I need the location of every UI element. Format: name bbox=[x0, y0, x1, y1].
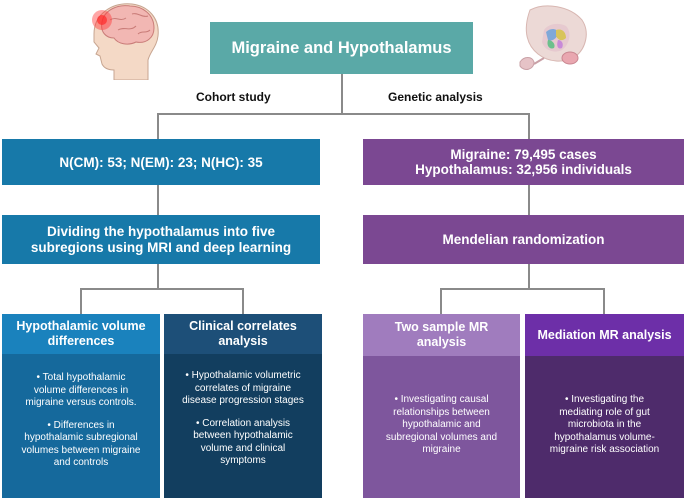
connector-left-split-down bbox=[157, 264, 159, 289]
connector-horizontal-top bbox=[157, 113, 529, 115]
card-clinical-correlates-title: Clinical correlates analysis bbox=[189, 319, 297, 348]
connector-right-split bbox=[440, 288, 605, 290]
title-box: Migraine and Hypothalamus bbox=[210, 22, 473, 74]
branch-label-cohort: Cohort study bbox=[196, 90, 271, 104]
card-volume-differences-body: • Total hypothalamic volume differences … bbox=[2, 354, 160, 498]
card-two-sample-mr: Two sample MR analysis • Investigating c… bbox=[363, 314, 520, 498]
connector-right-b bbox=[603, 288, 605, 314]
connector-left-a bbox=[80, 288, 82, 314]
card-volume-differences-title: Hypothalamic volume differences bbox=[16, 319, 146, 348]
cohort-method-line-2: subregions using MRI and deep learning bbox=[30, 239, 292, 255]
connector-right-split-down bbox=[528, 264, 530, 289]
genetic-counts-box: Migraine: 79,495 cases Hypothalamus: 32,… bbox=[363, 139, 684, 185]
hypothalamus-anatomy-icon bbox=[519, 5, 587, 70]
connector-right-mid bbox=[528, 185, 530, 215]
title-text: Migraine and Hypothalamus bbox=[231, 38, 452, 57]
bullet-subregional-differences: • Differences in hypothalamic subregiona… bbox=[21, 419, 141, 469]
connector-left-b bbox=[242, 288, 244, 314]
connector-right-a bbox=[440, 288, 442, 314]
card-volume-differences: Hypothalamic volume differences • Total … bbox=[2, 314, 160, 498]
connector-left-down bbox=[157, 113, 159, 140]
card-two-sample-mr-title: Two sample MR analysis bbox=[394, 320, 489, 349]
card-mediation-mr: Mediation MR analysis • Investigating th… bbox=[525, 314, 684, 498]
branch-label-genetic: Genetic analysis bbox=[388, 90, 483, 104]
bullet-clinical-symptoms: • Correlation analysis between hypothala… bbox=[193, 417, 293, 467]
genetic-counts-line-1: Migraine: 79,495 cases bbox=[450, 147, 597, 162]
cohort-method-line-1: Dividing the hypothalamus into five bbox=[46, 223, 276, 239]
genetic-counts-line-2: Hypothalamus: 32,956 individuals bbox=[415, 162, 632, 177]
brain-head-icon bbox=[92, 3, 159, 80]
card-clinical-correlates: Clinical correlates analysis • Hypothala… bbox=[164, 314, 322, 498]
connector-left-split bbox=[80, 288, 244, 290]
connector-title-down bbox=[341, 74, 343, 114]
bullet-total-volume: • Total hypothalamic volume differences … bbox=[25, 372, 137, 408]
bullet-causal-relationships: • Investigating causal relationships bet… bbox=[385, 394, 498, 455]
cohort-method-box: Dividing the hypothalamus into five subr… bbox=[2, 215, 320, 264]
bullet-progression-stages: • Hypothalamic volumetric correlates of … bbox=[182, 370, 304, 406]
connector-left-mid bbox=[157, 185, 159, 215]
cohort-counts-box: N(CM): 53; N(EM): 23; N(HC): 35 bbox=[2, 139, 320, 185]
card-mediation-mr-body: • Investigating the mediating role of gu… bbox=[525, 356, 684, 498]
bullet-gut-microbiota: • Investigating the mediating role of gu… bbox=[549, 394, 660, 455]
card-two-sample-mr-body: • Investigating causal relationships bet… bbox=[363, 356, 520, 498]
card-clinical-correlates-body: • Hypothalamic volumetric correlates of … bbox=[164, 354, 322, 498]
connector-right-down bbox=[528, 113, 530, 140]
card-mediation-mr-title: Mediation MR analysis bbox=[537, 327, 672, 342]
genetic-method-text: Mendelian randomization bbox=[442, 232, 605, 247]
genetic-method-box: Mendelian randomization bbox=[363, 215, 684, 264]
cohort-counts-text: N(CM): 53; N(EM): 23; N(HC): 35 bbox=[59, 154, 263, 170]
